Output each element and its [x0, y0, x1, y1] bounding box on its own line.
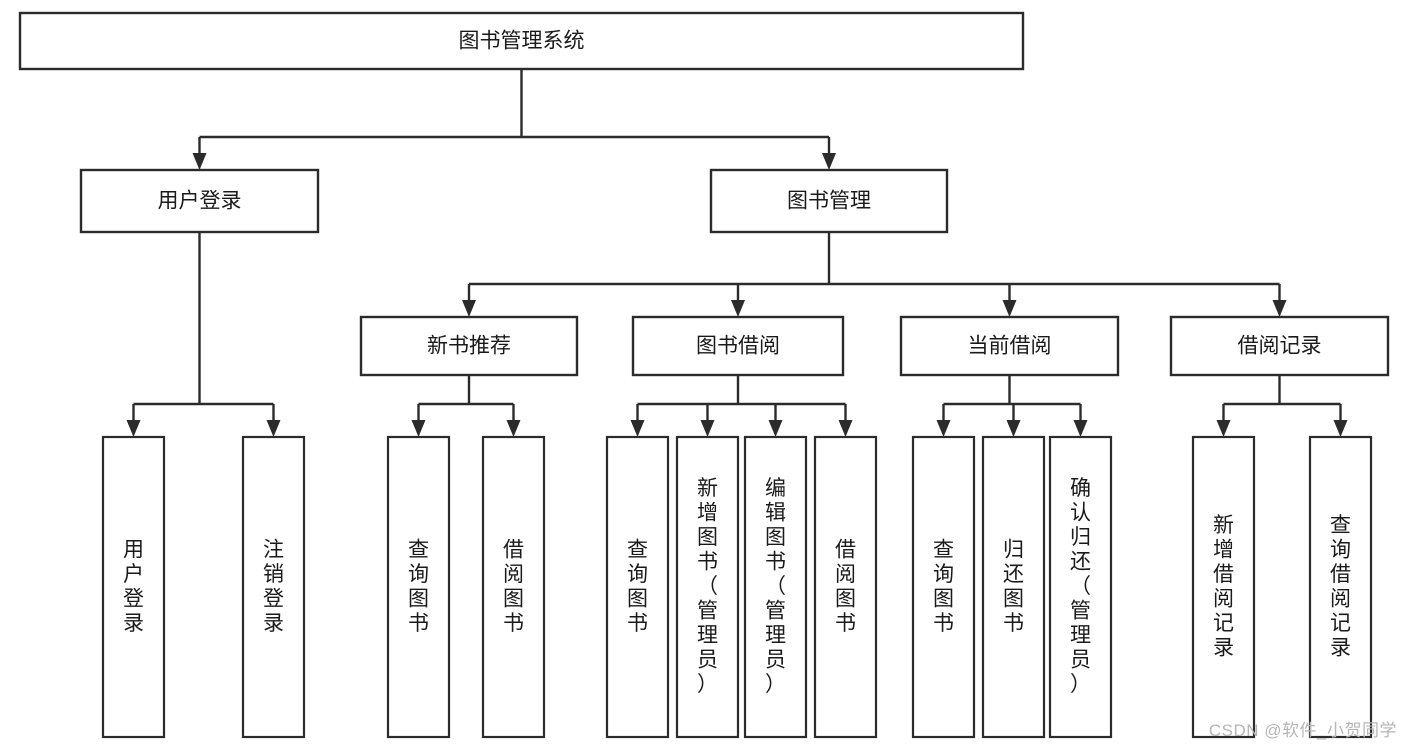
node-label: 新书推荐	[427, 335, 511, 358]
arrow-head-icon	[192, 153, 207, 170]
node-leaf-add-book[interactable]: 新增图书（管理员）	[675, 435, 740, 739]
node-box[interactable]	[1169, 315, 1390, 377]
node-box[interactable]	[675, 435, 740, 739]
node-label: 查询图书	[627, 538, 648, 635]
arrow-head-icon	[506, 420, 521, 437]
arrow-head-icon	[462, 300, 476, 317]
node-label: 查询图书	[933, 538, 954, 635]
node-leaf-user-login[interactable]: 用户登录	[101, 435, 166, 739]
node-new-book-recommend[interactable]: 新书推荐	[359, 315, 579, 377]
node-box[interactable]	[386, 435, 451, 739]
node-box[interactable]	[981, 435, 1046, 739]
node-label: 借阅记录	[1238, 335, 1322, 358]
nodes-layer: 图书管理系统用户登录图书管理新书推荐图书借阅当前借阅借阅记录用户登录注销登录查询…	[18, 11, 1390, 739]
node-user-login[interactable]: 用户登录	[79, 168, 320, 234]
node-label: 用户登录	[123, 538, 144, 635]
node-leaf-query-record[interactable]: 查询借阅记录	[1308, 435, 1373, 739]
node-book-borrow[interactable]: 图书借阅	[631, 315, 845, 377]
node-leaf-query-book-1[interactable]: 查询图书	[386, 435, 451, 739]
node-box[interactable]	[79, 168, 320, 234]
node-label: 新增借阅记录	[1213, 513, 1234, 659]
node-label: 编辑图书（管理员）	[765, 477, 786, 696]
node-box[interactable]	[743, 435, 808, 739]
arrow-head-icon	[822, 153, 836, 170]
arrow-head-icon	[1002, 300, 1017, 317]
arrow-head-icon	[266, 420, 281, 437]
node-leaf-query-book-3[interactable]: 查询图书	[911, 435, 976, 739]
arrow-head-icon	[1006, 420, 1021, 437]
node-box[interactable]	[1048, 435, 1113, 739]
arrow-head-icon	[700, 420, 715, 437]
node-current-borrow[interactable]: 当前借阅	[899, 315, 1120, 377]
node-label: 查询图书	[408, 538, 429, 635]
node-leaf-query-book-2[interactable]: 查询图书	[605, 435, 670, 739]
node-borrow-record[interactable]: 借阅记录	[1169, 315, 1390, 377]
edges-layer	[126, 69, 1348, 437]
node-leaf-user-logout[interactable]: 注销登录	[241, 435, 306, 739]
node-box[interactable]	[911, 435, 976, 739]
node-box[interactable]	[813, 435, 878, 739]
arrow-head-icon	[936, 420, 951, 437]
node-box[interactable]	[709, 168, 949, 234]
node-box[interactable]	[481, 435, 546, 739]
arrow-head-icon	[630, 420, 645, 437]
arrow-head-icon	[1073, 420, 1088, 437]
node-leaf-return-book[interactable]: 归还图书	[981, 435, 1046, 739]
node-box[interactable]	[359, 315, 579, 377]
node-label: 图书管理系统	[459, 30, 585, 53]
node-root[interactable]: 图书管理系统	[18, 11, 1025, 71]
node-box[interactable]	[101, 435, 166, 739]
node-box[interactable]	[605, 435, 670, 739]
node-label: 新增图书（管理员）	[697, 477, 718, 696]
node-leaf-confirm-return[interactable]: 确认归还（管理员）	[1048, 435, 1113, 739]
node-label: 图书管理	[787, 190, 871, 213]
node-box[interactable]	[18, 11, 1025, 71]
node-label: 当前借阅	[968, 335, 1052, 358]
node-label: 用户登录	[158, 190, 242, 213]
node-label: 图书借阅	[696, 335, 780, 358]
node-label: 借阅图书	[503, 538, 524, 635]
arrow-head-icon	[838, 420, 853, 437]
node-box[interactable]	[1191, 435, 1256, 739]
arrow-head-icon	[1272, 300, 1287, 317]
node-leaf-borrow-book-2[interactable]: 借阅图书	[813, 435, 878, 739]
node-box[interactable]	[1308, 435, 1373, 739]
arrow-head-icon	[1333, 420, 1348, 437]
node-box[interactable]	[241, 435, 306, 739]
node-leaf-edit-book[interactable]: 编辑图书（管理员）	[743, 435, 808, 739]
arrow-head-icon	[731, 300, 745, 317]
node-label: 借阅图书	[835, 538, 856, 635]
node-box[interactable]	[631, 315, 845, 377]
node-label: 归还图书	[1003, 538, 1024, 635]
node-label: 注销登录	[263, 538, 284, 635]
node-label: 确认归还（管理员）	[1070, 477, 1091, 696]
node-label: 查询借阅记录	[1330, 513, 1351, 659]
arrow-head-icon	[126, 420, 141, 437]
node-book-manage[interactable]: 图书管理	[709, 168, 949, 234]
arrow-head-icon	[1216, 420, 1231, 437]
node-box[interactable]	[899, 315, 1120, 377]
arrow-head-icon	[768, 420, 783, 437]
node-leaf-borrow-book-1[interactable]: 借阅图书	[481, 435, 546, 739]
watermark-label: CSDN @软件_小贺同学	[1208, 721, 1397, 740]
node-leaf-add-record[interactable]: 新增借阅记录	[1191, 435, 1256, 739]
arrow-head-icon	[411, 420, 426, 437]
